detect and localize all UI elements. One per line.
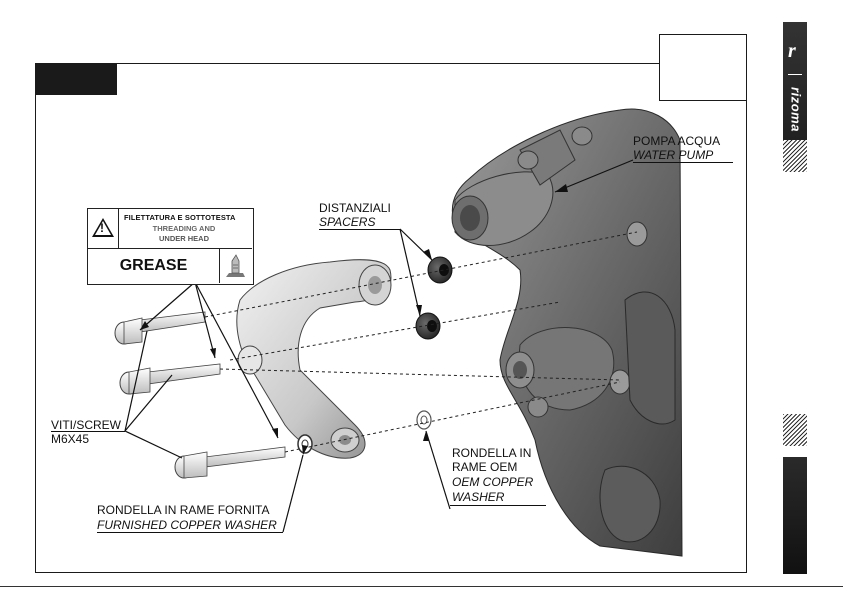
water-pump-label-en: WATER PUMP: [633, 148, 713, 162]
spacers-underline: [319, 229, 400, 230]
oem-washer-label-2: RAME OEM: [452, 460, 517, 474]
furnished-washer-label-en: FURNISHED COPPER WASHER: [97, 518, 277, 532]
spacer-upper: [428, 257, 452, 283]
furnished-washer-label-it: RONDELLA IN RAME FORNITA: [97, 503, 269, 517]
grease-text: GREASE: [88, 248, 220, 283]
water-pump-underline: [633, 162, 733, 163]
water-pump-label-it: POMPA ACQUA: [633, 134, 720, 148]
bracket-part: [237, 260, 391, 459]
warning-line-2: THREADING AND: [124, 224, 244, 233]
screw-label-line-1: VITI/SCREW: [51, 418, 121, 432]
screw-middle: [120, 364, 220, 394]
oem-washer-label-en-2: WASHER: [452, 490, 504, 504]
warning-line-1: FILETTATURA E SOTTOTESTA: [124, 213, 236, 222]
warning-line-3: UNDER HEAD: [124, 234, 244, 243]
screw-label-line-2: M6X45: [51, 432, 89, 446]
oem-washer-label-en-1: OEM COPPER: [452, 475, 533, 489]
spacers-label-en: SPACERS: [319, 215, 375, 229]
warning-icon-cell: !: [88, 209, 119, 248]
oem-washer-label-1: RONDELLA IN: [452, 446, 531, 460]
grease-tube-icon: [223, 251, 249, 281]
screw-underline: [51, 431, 125, 432]
spacer-lower: [416, 313, 440, 339]
screw-top: [115, 312, 205, 344]
screw-bottom: [175, 447, 285, 478]
exclamation-mark: !: [100, 221, 104, 235]
oem-washer-underline: [450, 505, 546, 506]
grease-warning-label: ! FILETTATURA E SOTTOTESTA THREADING AND…: [87, 208, 254, 285]
furnished-washer-underline: [97, 532, 283, 533]
spacers-label-it: DISTANZIALI: [319, 201, 391, 215]
warning-header: ! FILETTATURA E SOTTOTESTA THREADING AND…: [88, 209, 252, 249]
